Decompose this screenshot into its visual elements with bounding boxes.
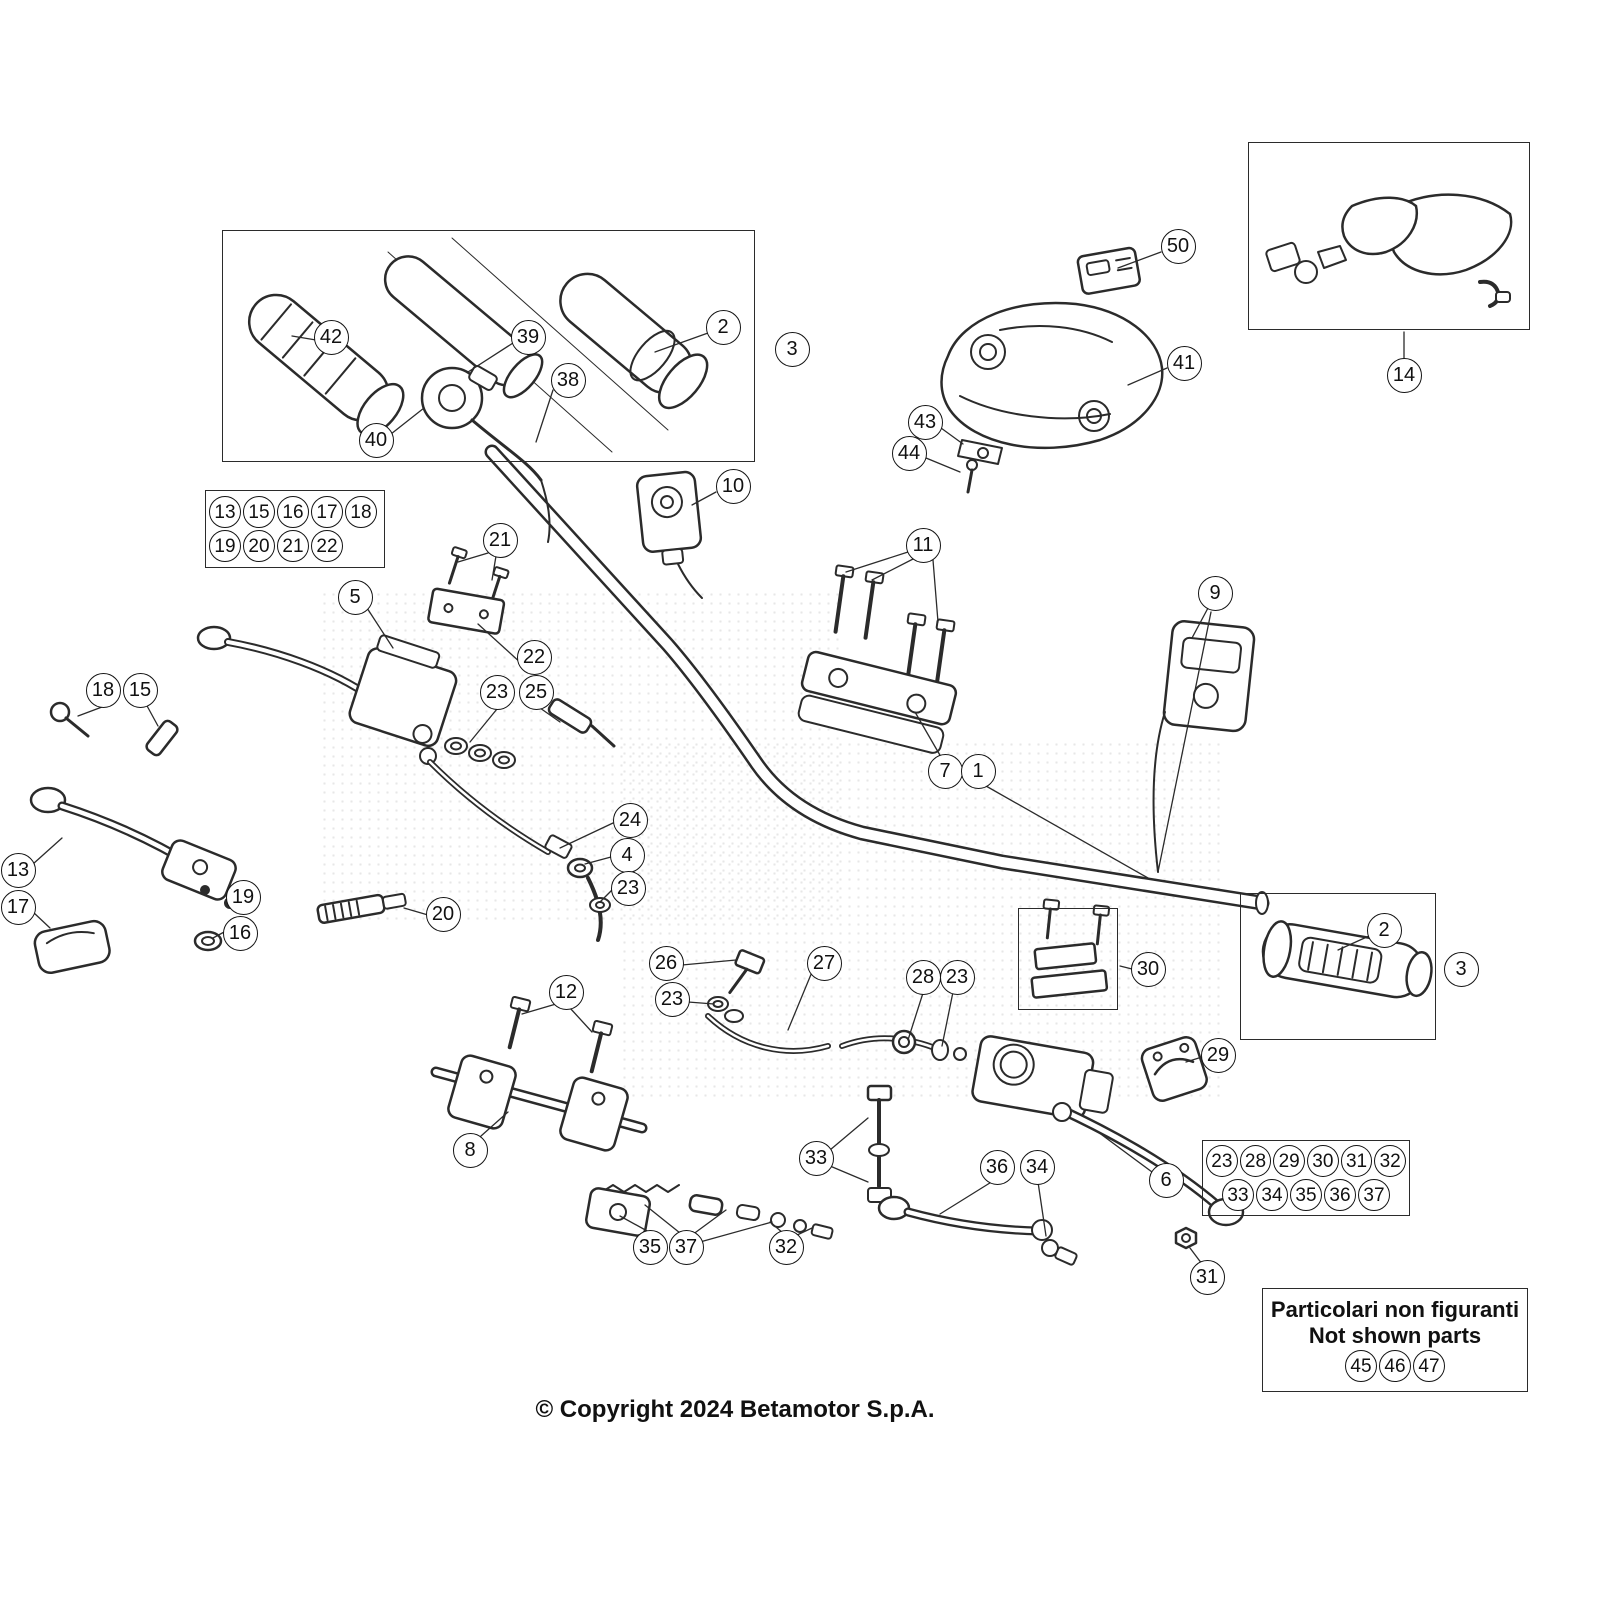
part-ref-28: 28 [1239,1145,1272,1177]
part-ref-45: 45 [1345,1350,1377,1383]
not-shown-title-english: Not shown parts [1308,1323,1482,1348]
right-grip-detail-box [1240,893,1436,1040]
part-ref-31: 31 [1340,1145,1373,1177]
part-ref-13: 13 [209,496,241,528]
part-ref-37: 37 [1358,1179,1390,1211]
part-ref-30: 30 [1307,1145,1339,1177]
copyright-text: © Copyright 2024 Betamotor S.p.A. [535,1396,935,1423]
riser-shim-detail-box [1018,908,1118,1010]
part-ref-16: 16 [277,496,309,528]
part-ref-47: 47 [1413,1350,1445,1383]
part-ref-19: 19 [209,530,241,562]
part-ref-34: 34 [1256,1179,1288,1211]
part-ref-36: 36 [1324,1179,1356,1211]
part-ref-35: 35 [1290,1179,1322,1211]
part-ref-33: 33 [1222,1179,1254,1211]
part-ref-21: 21 [277,530,309,562]
part-ref-23: 23 [1205,1145,1238,1177]
part-ref-46: 46 [1379,1350,1411,1383]
grips-detail-box [222,230,755,462]
part-ref-17: 17 [311,496,343,528]
watermark-halftone [620,740,1220,1100]
part-ref-32: 32 [1374,1145,1407,1177]
not-shown-parts-box: Particolari non figuranti Not shown part… [1262,1288,1528,1392]
part-ref-15: 15 [243,496,275,528]
not-shown-title-italian: Particolari non figuranti [1270,1296,1520,1322]
part-ref-18: 18 [345,496,377,528]
part-ref-22: 22 [311,530,343,562]
handguard-detail-box [1248,142,1530,330]
part-ref-29: 29 [1273,1145,1305,1177]
part-ref-20: 20 [243,530,275,562]
